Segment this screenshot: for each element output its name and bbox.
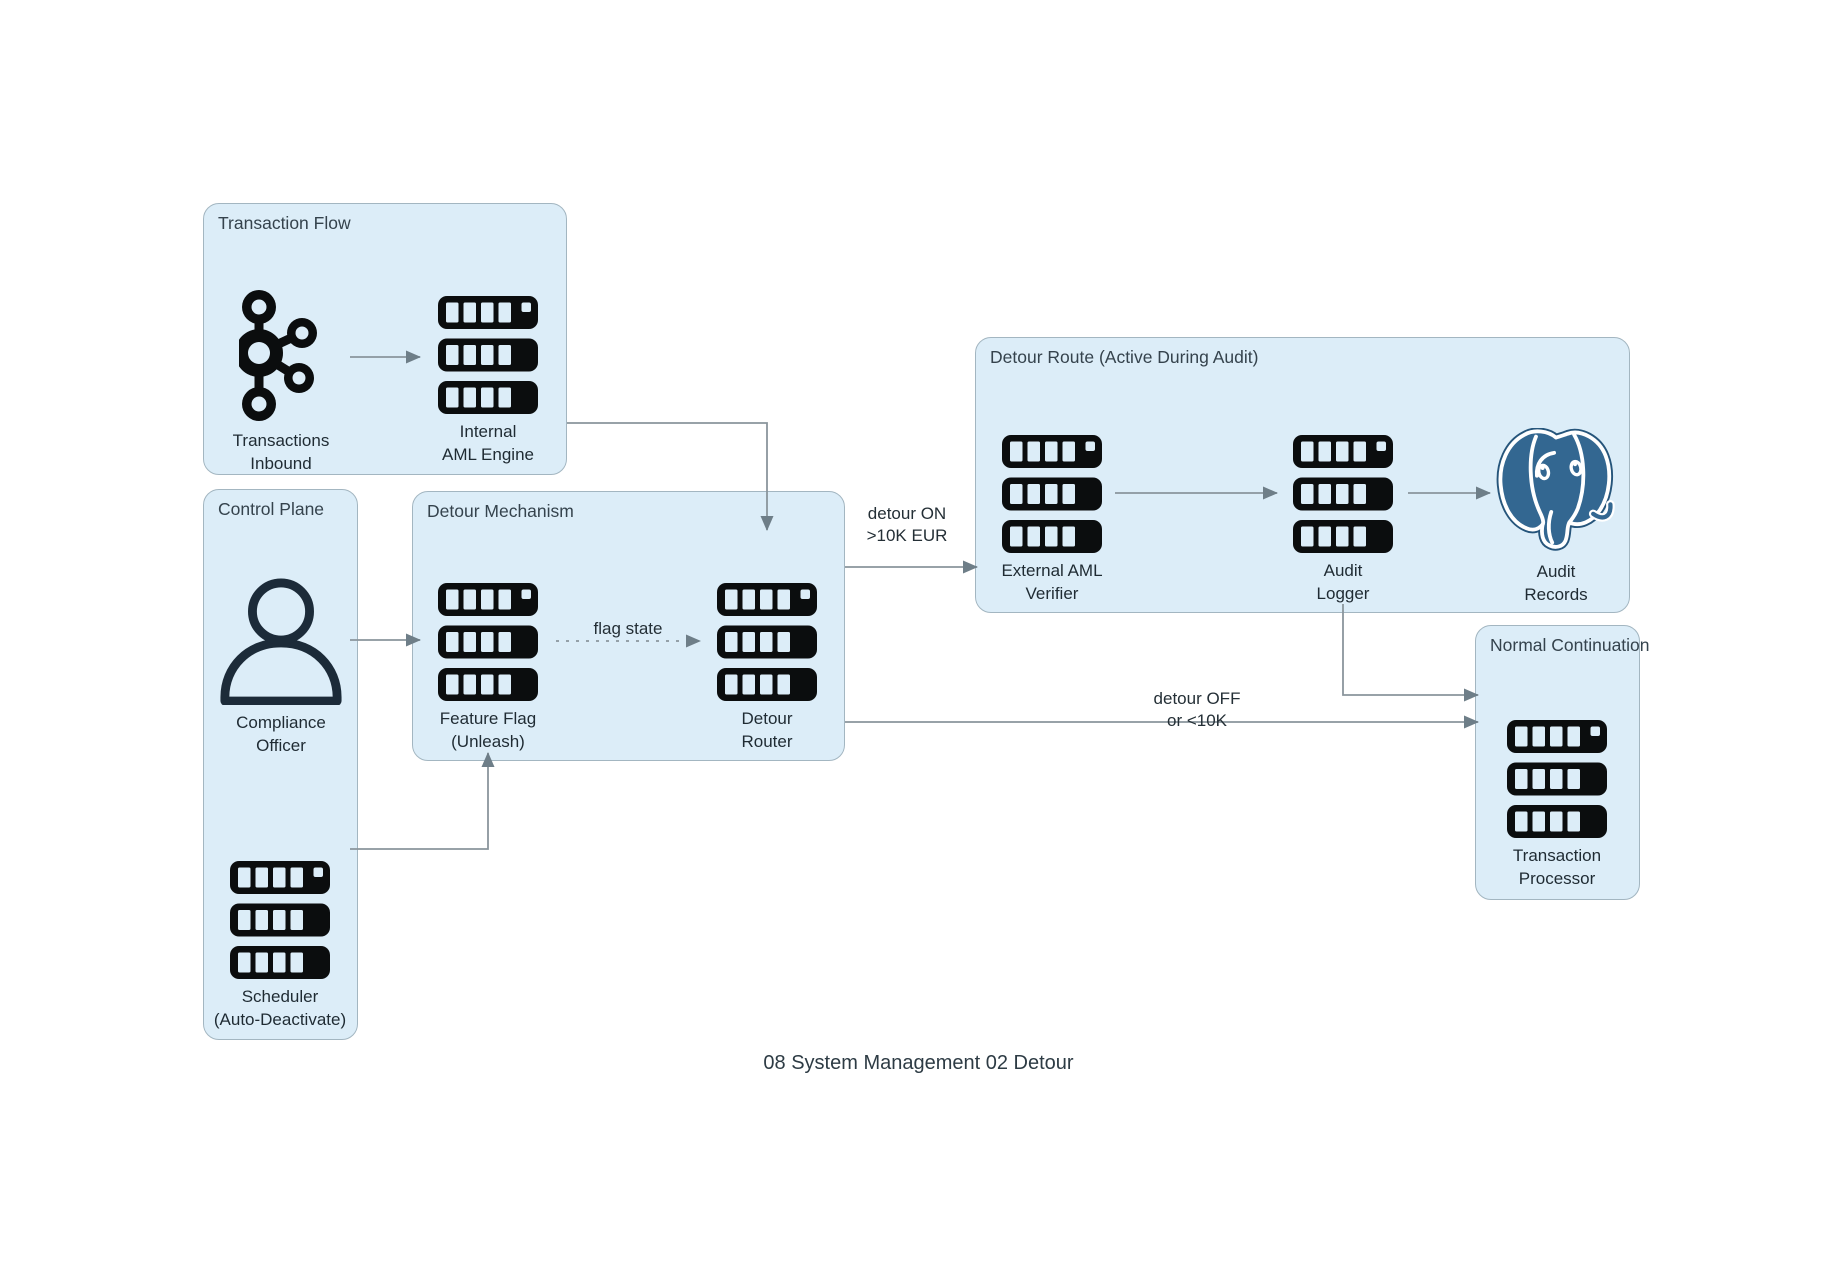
node-internal-aml-engine: Internal AML Engine — [393, 296, 583, 466]
node-label-transaction-processor: Transaction Processor — [1512, 846, 1602, 888]
node-feature-flag: Feature Flag (Unleash) — [393, 583, 583, 753]
node-label-external-aml-verifier: External AML Verifier — [1001, 561, 1103, 603]
node-audit-logger: Audit Logger — [1248, 435, 1438, 605]
server-icon — [1002, 435, 1102, 553]
node-transactions-inbound: Transactions Inbound — [186, 288, 376, 475]
edge-logger-to-processor — [1342, 604, 1479, 702]
edge-engine-to-router — [567, 422, 774, 531]
edge-scheduler-to-flag — [350, 752, 495, 850]
node-label-audit-logger: Audit Logger — [1316, 561, 1370, 603]
diagram-caption: 08 System Management 02 Detour — [763, 1052, 1074, 1074]
kafka-icon — [239, 288, 324, 423]
node-detour-router: Detour Router — [672, 583, 862, 753]
group-title-detour-route: Detour Route (Active During Audit) — [990, 347, 1259, 367]
edge-label-detour-on: detour ON >10K EUR — [866, 504, 948, 545]
node-label-audit-records: Audit Records — [1524, 562, 1588, 604]
node-label-transactions-inbound: Transactions Inbound — [232, 431, 330, 473]
edge-label-flag-state: flag state — [593, 619, 663, 638]
node-compliance-officer: Compliance Officer — [186, 577, 376, 757]
node-label-scheduler: Scheduler (Auto-Deactivate) — [213, 987, 347, 1029]
node-label-detour-router: Detour Router — [741, 709, 793, 751]
node-scheduler: Scheduler (Auto-Deactivate) — [185, 861, 375, 1031]
server-icon — [438, 583, 538, 701]
group-title-control-plane: Control Plane — [218, 499, 325, 519]
server-icon — [438, 296, 538, 414]
group-title-detour-mechanism: Detour Mechanism — [427, 501, 574, 521]
server-icon — [1293, 435, 1393, 553]
node-audit-records: Audit Records — [1461, 428, 1651, 606]
person-icon — [216, 577, 346, 705]
edge-label-detour-off: detour OFF or <10K — [1153, 689, 1241, 730]
node-transaction-processor: Transaction Processor — [1462, 720, 1652, 890]
group-title-transaction-flow: Transaction Flow — [218, 213, 351, 233]
server-icon — [230, 861, 330, 979]
group-title-normal-continuation: Normal Continuation — [1490, 635, 1650, 655]
node-label-compliance-officer: Compliance Officer — [236, 713, 326, 755]
server-icon — [717, 583, 817, 701]
node-external-aml-verifier: External AML Verifier — [957, 435, 1147, 605]
node-label-internal-aml-engine: Internal AML Engine — [442, 422, 534, 464]
postgresql-icon — [1494, 428, 1618, 554]
node-label-feature-flag: Feature Flag (Unleash) — [439, 709, 537, 751]
server-icon — [1507, 720, 1607, 838]
